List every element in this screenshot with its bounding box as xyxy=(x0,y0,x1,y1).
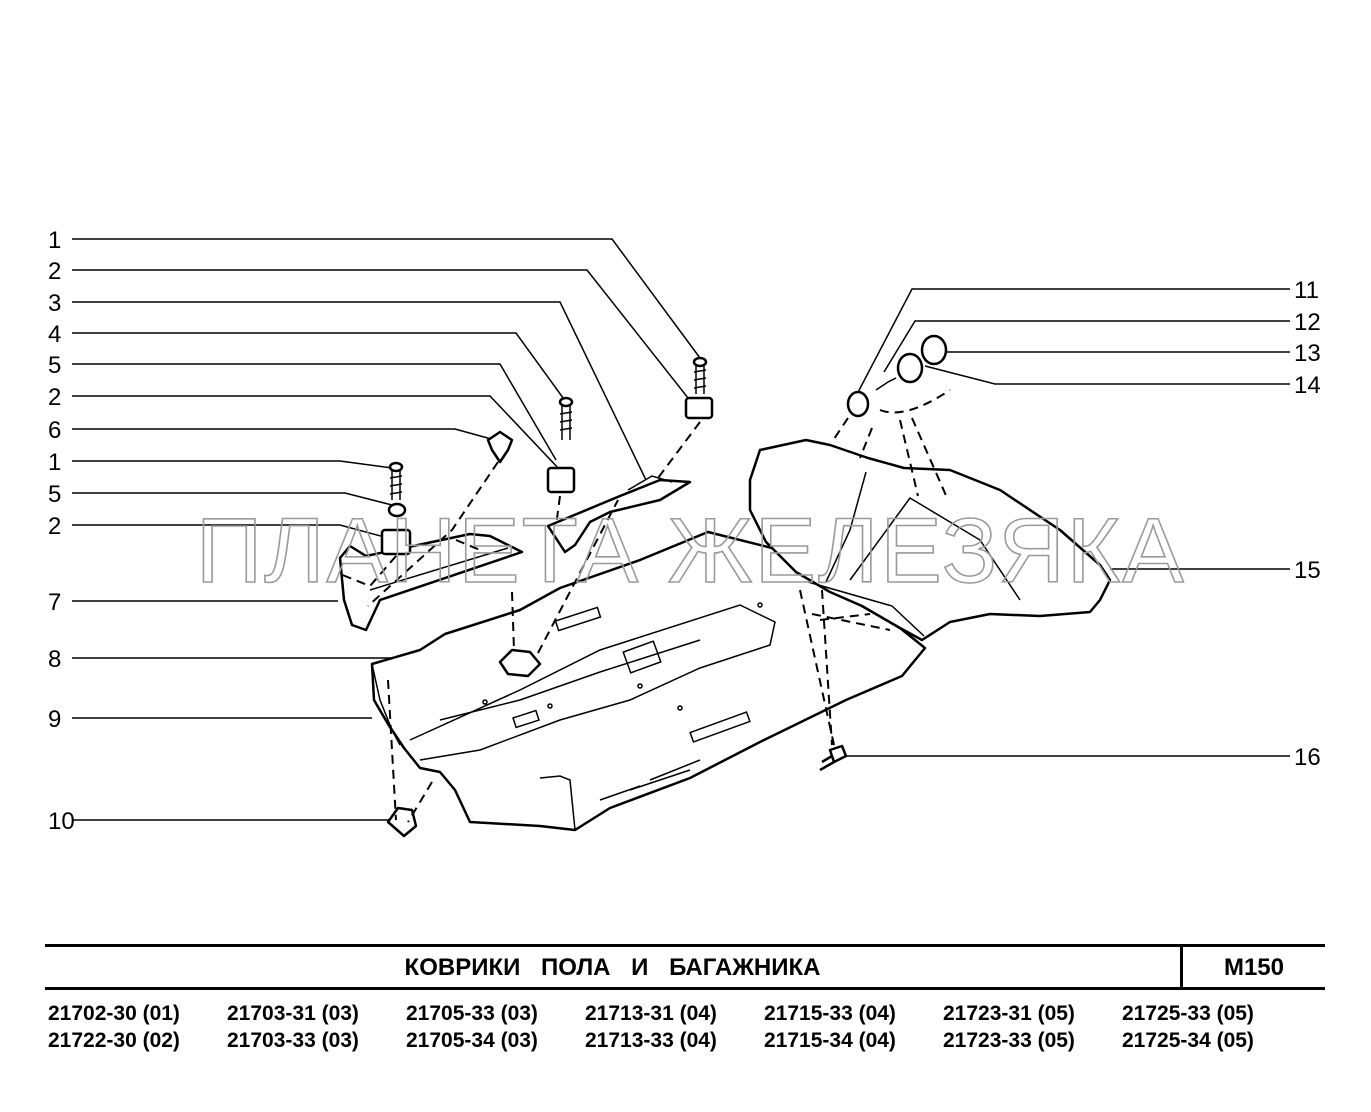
leader-lines-left xyxy=(72,238,701,821)
callout-number: 2 xyxy=(48,513,61,540)
callout-number: 1 xyxy=(48,227,61,254)
callout-number: 10 xyxy=(48,808,75,835)
model-code: 21725-34 (05) xyxy=(1122,1029,1254,1052)
model-code: 21723-31 (05) xyxy=(943,1002,1075,1025)
callout-number: 9 xyxy=(48,706,61,733)
callout-number: 6 xyxy=(48,417,61,444)
model-list: 21702-30 (01) 21703-31 (03) 21705-33 (03… xyxy=(48,1002,1338,1056)
model-code: 21713-33 (04) xyxy=(585,1029,717,1052)
model-row: 21722-30 (02) 21703-33 (03) 21705-34 (03… xyxy=(48,1029,1338,1056)
callout-number: 14 xyxy=(1294,372,1321,399)
callout-number: 13 xyxy=(1294,340,1321,367)
trunk-carpet xyxy=(748,438,1112,642)
front-floor-carpet xyxy=(370,530,927,832)
model-row: 21702-30 (01) 21703-31 (03) 21705-33 (03… xyxy=(48,1002,1338,1029)
model-code: 21705-34 (03) xyxy=(406,1029,538,1052)
model-code: 21722-30 (02) xyxy=(48,1029,180,1052)
assembly-arrows xyxy=(339,389,951,823)
diagram-title: КОВРИКИ ПОЛА И БАГАЖНИКА xyxy=(404,954,821,981)
callout-number: 11 xyxy=(1294,277,1319,304)
callout-number: 16 xyxy=(1294,744,1321,771)
model-code: 21703-31 (03) xyxy=(227,1002,359,1025)
callout-number: 3 xyxy=(48,290,61,317)
diagram-code: М150 xyxy=(1180,947,1325,987)
model-code: 21723-33 (05) xyxy=(943,1029,1075,1052)
watermark: ПЛАНЕТА ЖЕЛЕЗЯКА xyxy=(196,500,1186,602)
callout-number: 5 xyxy=(48,481,61,508)
callout-number: 5 xyxy=(48,352,61,379)
screw-4 xyxy=(558,396,574,440)
model-code: 21713-31 (04) xyxy=(585,1002,717,1025)
callout-number: 12 xyxy=(1294,309,1321,336)
side-trims xyxy=(338,475,692,678)
callout-number: 15 xyxy=(1294,557,1321,584)
model-code: 21725-33 (05) xyxy=(1122,1002,1254,1025)
title-block: КОВРИКИ ПОЛА И БАГАЖНИКА М150 xyxy=(45,944,1325,990)
screw-1-left xyxy=(388,461,404,500)
model-code: 21702-30 (01) xyxy=(48,1002,180,1025)
model-code: 21705-33 (03) xyxy=(406,1002,538,1025)
model-code: 21703-33 (03) xyxy=(227,1029,359,1052)
callout-number: 7 xyxy=(48,589,61,616)
model-code: 21715-34 (04) xyxy=(764,1029,896,1052)
callout-number: 4 xyxy=(48,321,61,348)
callout-number: 8 xyxy=(48,646,61,673)
callout-number: 1 xyxy=(48,449,61,476)
callouts-left: 1 2 3 4 5 2 6 1 5 2 7 8 9 10 xyxy=(48,227,75,835)
callout-number: 2 xyxy=(48,258,61,285)
callouts-right: 11 12 13 14 15 16 xyxy=(1294,277,1321,771)
fasteners xyxy=(380,334,948,838)
leader-lines-right xyxy=(846,288,1290,757)
callout-number: 2 xyxy=(48,384,61,411)
model-code: 21715-33 (04) xyxy=(764,1002,896,1025)
screw-1-top xyxy=(692,356,708,394)
